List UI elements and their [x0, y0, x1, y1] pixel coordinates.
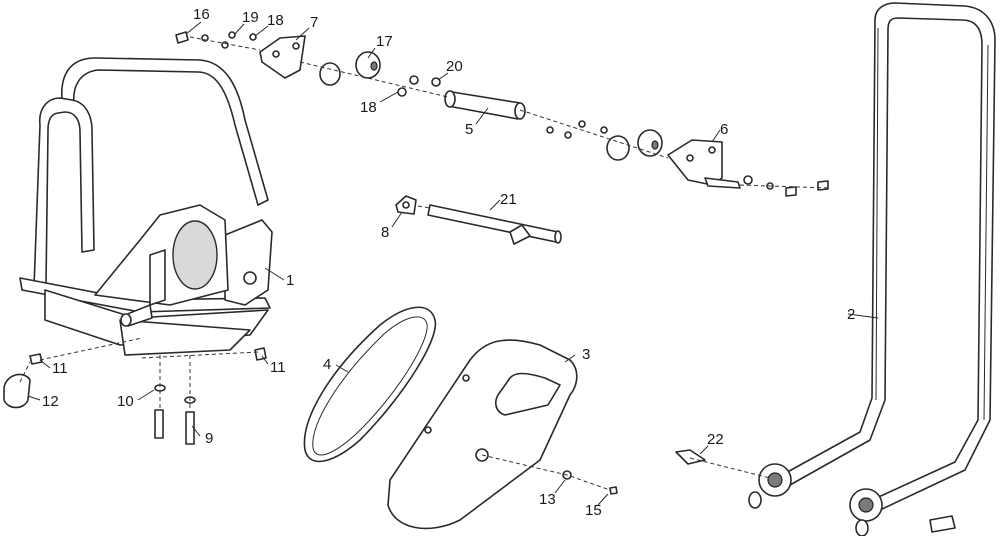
- label-part-7: 7: [310, 14, 318, 31]
- assembly-axis-lines: [19, 36, 831, 491]
- label-part-20: 20: [446, 58, 463, 75]
- belt-guard-part: [387, 339, 578, 530]
- label-part-21: 21: [500, 191, 517, 208]
- label-part-5: 5: [465, 121, 473, 138]
- belt-part: [303, 306, 437, 463]
- handle-part: [748, 2, 996, 536]
- label-part-15: 15: [585, 502, 602, 519]
- label-part-4: 4: [323, 356, 331, 373]
- bracket-7-part: [259, 35, 381, 86]
- label-part-6: 6: [720, 121, 728, 138]
- frame-part: [19, 57, 273, 356]
- label-part-13: 13: [539, 491, 556, 508]
- shaft-part: [444, 90, 526, 120]
- label-part-17: 17: [376, 33, 393, 50]
- rod-21-part: [395, 195, 562, 245]
- label-part-8: 8: [381, 224, 389, 241]
- label-part-19: 19: [242, 9, 259, 26]
- label-part-18: 18: [267, 12, 284, 29]
- label-part-11-right: 11: [270, 359, 286, 376]
- bracket-6-part: [606, 129, 741, 189]
- label-part-16: 16: [193, 6, 210, 23]
- label-part-10: 10: [117, 393, 134, 410]
- label-part-18-lower: 18: [360, 99, 377, 116]
- leader-lines: [27, 21, 879, 506]
- part-number-labels: 16 19 18 7 17 18 20 5 6 21 8 1 2 3 4 11 …: [42, 6, 855, 519]
- label-part-12: 12: [42, 393, 59, 410]
- label-part-3: 3: [582, 346, 590, 363]
- label-part-11-left: 11: [52, 360, 68, 377]
- label-part-9: 9: [205, 430, 213, 447]
- label-part-1: 1: [286, 272, 294, 289]
- label-part-22: 22: [707, 431, 724, 448]
- label-part-2: 2: [847, 306, 855, 323]
